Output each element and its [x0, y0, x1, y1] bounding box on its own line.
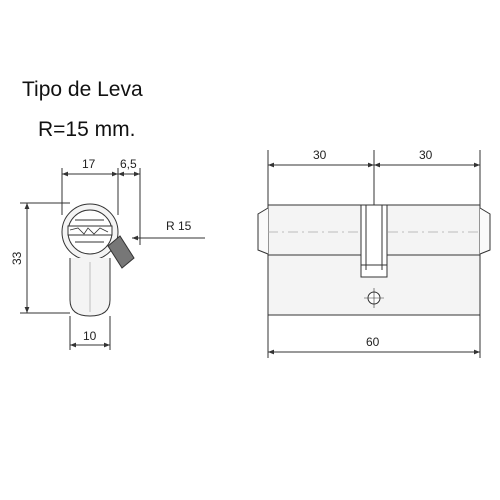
dim-label-6-5: 6,5: [120, 157, 137, 171]
side-view: [20, 168, 205, 350]
dim-label-33: 33: [10, 251, 24, 265]
cam-radius-subtitle: R=15 mm.: [38, 118, 136, 141]
dim-label-left-30: 30: [313, 148, 327, 162]
front-view: [257, 150, 491, 358]
dim-label-r15: R 15: [166, 219, 192, 233]
dim-label-right-30: 30: [419, 148, 433, 162]
dim-label-60: 60: [366, 335, 380, 349]
dim-label-10: 10: [83, 329, 97, 343]
right-end-cap: [479, 207, 491, 255]
diagram-title: Tipo de Leva: [22, 78, 143, 101]
cam-lever: [107, 235, 135, 269]
left-end-cap: [257, 207, 269, 255]
key-profile: [69, 227, 109, 235]
dim-label-17: 17: [82, 157, 96, 171]
cam-slot: [360, 204, 388, 278]
